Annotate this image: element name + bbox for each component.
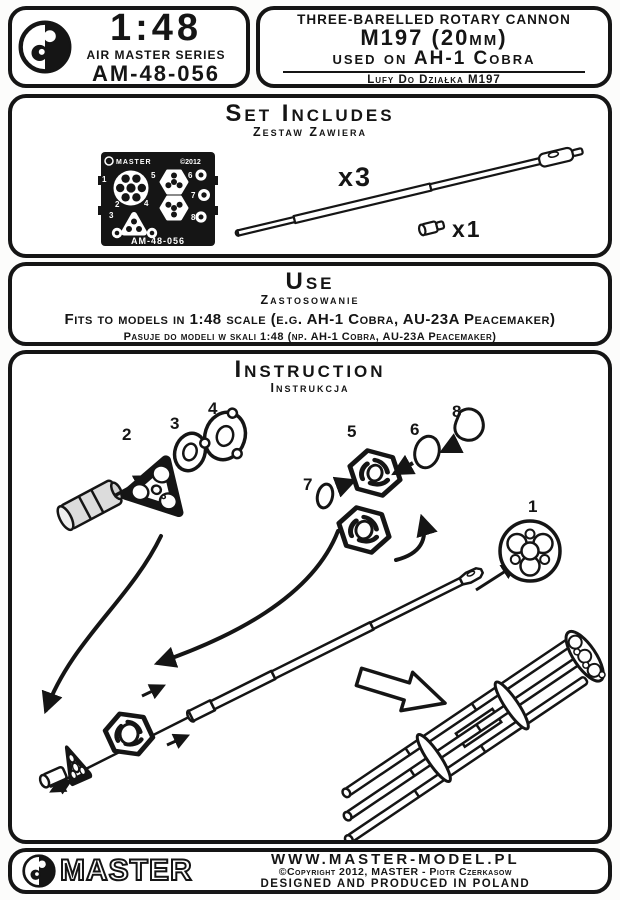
master-logo-icon-footer (22, 854, 56, 888)
part5-hex-plate-b (336, 505, 392, 555)
subassembly-hub (38, 745, 93, 789)
assembled-cannon (341, 629, 606, 840)
barrel-drawing (185, 567, 484, 723)
website-url: WWW.MASTER-MODEL.PL (271, 850, 520, 868)
fret-num-5: 5 (151, 171, 156, 180)
small-arrow-up (141, 684, 166, 700)
part8-blob (453, 407, 485, 442)
series-label: AIR MASTER SERIES (86, 48, 226, 62)
part-label-5: 5 (347, 422, 357, 441)
curve-arrow-left (41, 534, 163, 715)
header-title-panel: THREE-BARELLED ROTARY CANNON M197 (20mm)… (256, 6, 612, 88)
master-wordmark: MASTER (59, 854, 193, 887)
part7-oval (315, 482, 335, 510)
product-title-line3: used on AH-1 Cobra (332, 48, 536, 70)
part-label-6: 6 (410, 420, 420, 439)
use-text-en: Fits to models in 1:48 scale (e.g. AH-1 … (64, 311, 556, 329)
part-label-4: 4 (208, 399, 218, 418)
header-brand-panel: 1:48 AIR MASTER SERIES AM-48-056 (8, 6, 250, 88)
instruction-title: Instruction (234, 356, 386, 383)
part-label-8: 8 (452, 402, 462, 421)
coupler-part-image (417, 220, 446, 237)
fret-num-1: 1 (102, 175, 107, 184)
use-subtitle: Zastosowanie (260, 293, 360, 308)
subassembly-plate (102, 711, 156, 757)
made-in-text: DESIGNED AND PRODUCED IN POLAND (260, 878, 531, 891)
cylinder-part (56, 479, 124, 532)
set-includes-subtitle: Zestaw Zawiera (252, 125, 368, 140)
master-logo-icon (18, 20, 72, 74)
instruction-section: Instruction Instrukcja 1 2 3 4 5 6 7 8 (8, 350, 612, 844)
fret-part-muzzle-clamp (113, 170, 149, 206)
barrel-part-image (234, 146, 584, 237)
instruction-subtitle: Instrukcja (270, 381, 350, 396)
fret-num-3: 3 (109, 211, 114, 220)
small-arrow-down (166, 733, 191, 749)
assembly-diagram (38, 407, 606, 840)
use-title: Use (285, 268, 335, 295)
fret-num-7: 7 (191, 191, 196, 200)
part-label-1: 1 (528, 497, 538, 516)
part4-disc (199, 407, 248, 462)
arrow-6-to-5 (391, 454, 416, 476)
part-label-2: 2 (122, 425, 132, 444)
set-includes-title: Set Includes (225, 100, 395, 127)
fret-code: AM-48-056 (131, 236, 185, 246)
use-section: Use Zastosowanie Fits to models in 1:48 … (8, 262, 612, 346)
use-text-pl: Pasuje do modeli w skali 1:48 (np. AH-1 … (123, 331, 497, 344)
rotate-arrow (394, 513, 438, 562)
fret-num-6: 6 (188, 171, 193, 180)
part-label-7: 7 (303, 475, 313, 494)
fret-num-2: 2 (115, 200, 120, 209)
title-divider (282, 70, 586, 73)
copyright-text: ©Copyright 2012, MASTER - Piotr Czerkaso… (278, 866, 512, 879)
footer-panel: MASTER WWW.MASTER-MODEL.PL ©Copyright 20… (8, 848, 612, 894)
fret-part-hex-plate-a (159, 169, 189, 195)
part2-plate (120, 455, 184, 518)
part-label-3: 3 (170, 414, 180, 433)
product-code: AM-48-056 (91, 61, 221, 86)
result-arrow (354, 666, 447, 713)
coupler-quantity-label: x1 (452, 216, 482, 242)
fret-copyright: ©2012 (180, 158, 201, 166)
scale-label: 1:48 (109, 7, 203, 49)
barrel-quantity-label: x3 (338, 162, 373, 192)
part5-hex-plate-a (347, 448, 403, 498)
photoetch-fret-image: MASTER ©2012 (98, 152, 218, 246)
fret-num-4: 4 (144, 199, 149, 208)
fret-num-8: 8 (191, 213, 196, 222)
fret-part-hex-plate-b (159, 195, 189, 221)
fret-brand: MASTER (116, 159, 152, 166)
curve-arrow-middle (153, 529, 340, 668)
arrow-8-to-6 (439, 433, 464, 453)
double-arrow (49, 777, 73, 795)
part3-ring (172, 431, 208, 473)
arrow-7-to-5 (332, 476, 358, 498)
product-title-line1: THREE-BARELLED ROTARY CANNON (297, 12, 571, 27)
part6-oval (413, 434, 441, 470)
product-subtitle-pl: Lufy Do Działka M197 (367, 73, 501, 86)
product-title-line2: M197 (20mm) (360, 24, 508, 50)
part1-muzzle-clamp (498, 519, 562, 583)
set-includes-section: Set Includes Zestaw Zawiera MASTER ©2012 (8, 94, 612, 258)
fret-part-small-plate (121, 212, 147, 236)
